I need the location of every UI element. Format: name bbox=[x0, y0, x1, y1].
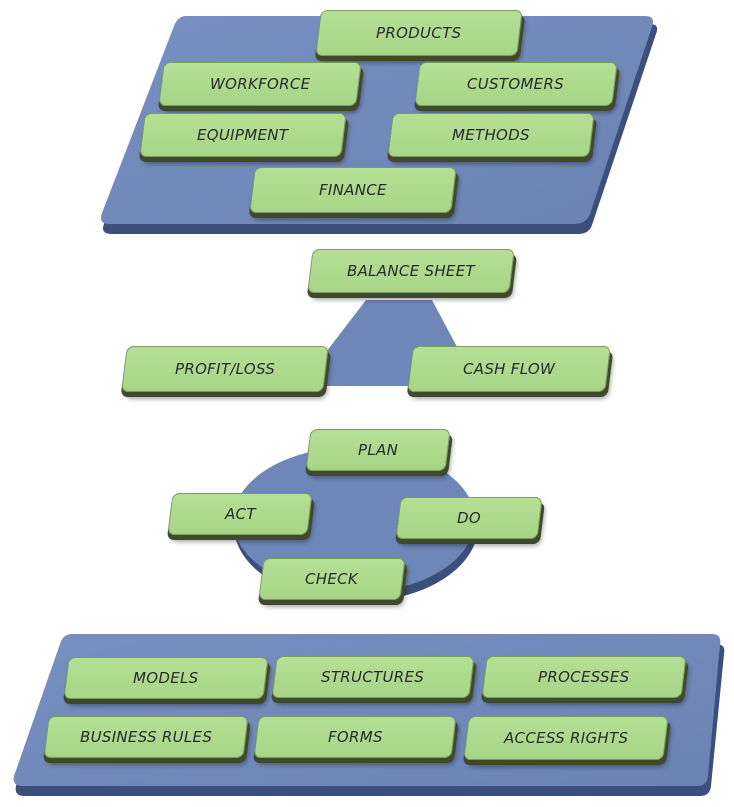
finance-box: FINANCE bbox=[249, 167, 457, 213]
check-label: CHECK bbox=[305, 570, 359, 588]
products-box: PRODUCTS bbox=[315, 10, 523, 56]
check-box: CHECK bbox=[258, 558, 406, 600]
access-rights-box: ACCESS RIGHTS bbox=[463, 716, 669, 760]
methods-label: METHODS bbox=[452, 126, 530, 144]
structures-label: STRUCTURES bbox=[321, 668, 425, 686]
balance-sheet-label: BALANCE SHEET bbox=[347, 262, 475, 280]
workforce-box: WORKFORCE bbox=[158, 62, 362, 106]
business-rules-box: BUSINESS RULES bbox=[43, 716, 249, 758]
processes-box: PROCESSES bbox=[481, 656, 687, 698]
forms-label: FORMS bbox=[327, 728, 383, 746]
customers-box: CUSTOMERS bbox=[414, 62, 618, 106]
finance-label: FINANCE bbox=[319, 181, 387, 199]
workforce-label: WORKFORCE bbox=[209, 75, 311, 93]
plan-label: PLAN bbox=[357, 441, 399, 459]
models-label: MODELS bbox=[133, 669, 199, 687]
act-label: ACT bbox=[224, 505, 256, 523]
profit-loss-box: PROFIT/LOSS bbox=[121, 346, 329, 392]
do-box: DO bbox=[395, 497, 543, 539]
equipment-label: EQUIPMENT bbox=[197, 126, 289, 144]
plan-box: PLAN bbox=[305, 429, 451, 471]
cash-flow-label: CASH FLOW bbox=[462, 360, 556, 378]
access-rights-label: ACCESS RIGHTS bbox=[503, 729, 629, 747]
balance-sheet-box: BALANCE SHEET bbox=[307, 249, 515, 293]
equipment-box: EQUIPMENT bbox=[139, 113, 347, 157]
processes-label: PROCESSES bbox=[538, 668, 630, 686]
profit-loss-label: PROFIT/LOSS bbox=[174, 360, 276, 378]
forms-box: FORMS bbox=[253, 716, 457, 758]
do-label: DO bbox=[457, 509, 481, 527]
models-box: MODELS bbox=[63, 657, 269, 699]
business-rules-label: BUSINESS RULES bbox=[79, 728, 213, 746]
customers-label: CUSTOMERS bbox=[467, 75, 565, 93]
act-box: ACT bbox=[167, 493, 313, 535]
products-label: PRODUCTS bbox=[376, 24, 462, 42]
methods-box: METHODS bbox=[387, 113, 595, 157]
structures-box: STRUCTURES bbox=[271, 656, 475, 698]
cash-flow-box: CASH FLOW bbox=[407, 346, 611, 392]
